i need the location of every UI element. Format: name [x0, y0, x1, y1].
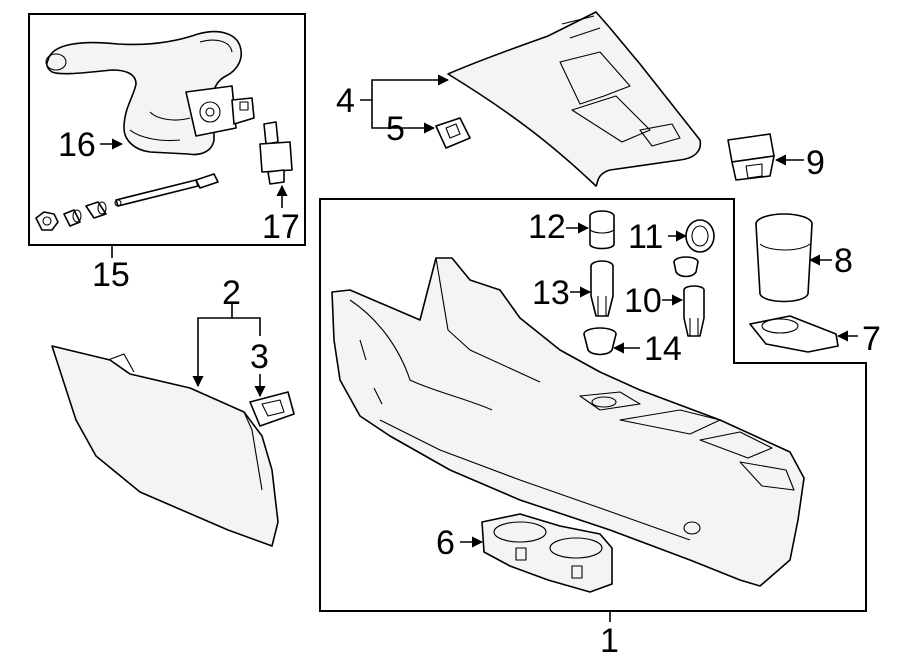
callout-5: 5 [386, 110, 405, 148]
parking-brake-rod-part [114, 173, 219, 207]
callout-8: 8 [834, 242, 853, 280]
callout-2: 2 [222, 274, 241, 312]
callout-16: 16 [58, 126, 96, 164]
callout-10: 10 [624, 282, 662, 320]
console-body-part [331, 257, 805, 587]
callout-15: 15 [92, 256, 130, 294]
callout-4: 4 [336, 82, 355, 120]
leader-lines [100, 74, 858, 622]
parking-brake-switch-part [259, 121, 293, 185]
outlet-housing-part [590, 260, 614, 317]
parking-brake-nut-part [35, 211, 59, 231]
cup-holder-insert-part [481, 513, 613, 593]
callout-1: 1 [600, 622, 619, 660]
callout-17: 17 [262, 208, 300, 246]
callout-9: 9 [806, 144, 825, 182]
cup-tray-part [749, 315, 839, 353]
cup-part [755, 213, 813, 303]
parking-brake-group-frame [28, 13, 306, 246]
callout-labels: 1 2 3 4 5 6 7 8 9 10 11 12 13 14 15 16 1… [58, 82, 881, 660]
callout-7: 7 [862, 320, 881, 358]
callout-6: 6 [436, 524, 455, 562]
console-group-frame [319, 198, 867, 612]
parking-brake-bushing-part [63, 201, 107, 227]
console-side-panel-part [51, 345, 279, 547]
side-panel-clip-part [249, 391, 295, 427]
outlet-ring-part [583, 327, 617, 356]
outlet-socket-part [683, 285, 705, 337]
callout-13: 13 [532, 274, 570, 312]
bezel-clip-part [435, 117, 471, 149]
callout-14: 14 [644, 330, 682, 368]
callout-3: 3 [250, 338, 269, 376]
outlet-cap-part [589, 210, 615, 250]
shift-bezel-part [447, 11, 702, 187]
console-switch-part [727, 133, 775, 181]
callout-12: 12 [528, 208, 566, 246]
outlet-lid-part [673, 219, 715, 278]
callout-11: 11 [628, 218, 663, 256]
parking-brake-handle-part [45, 30, 255, 156]
